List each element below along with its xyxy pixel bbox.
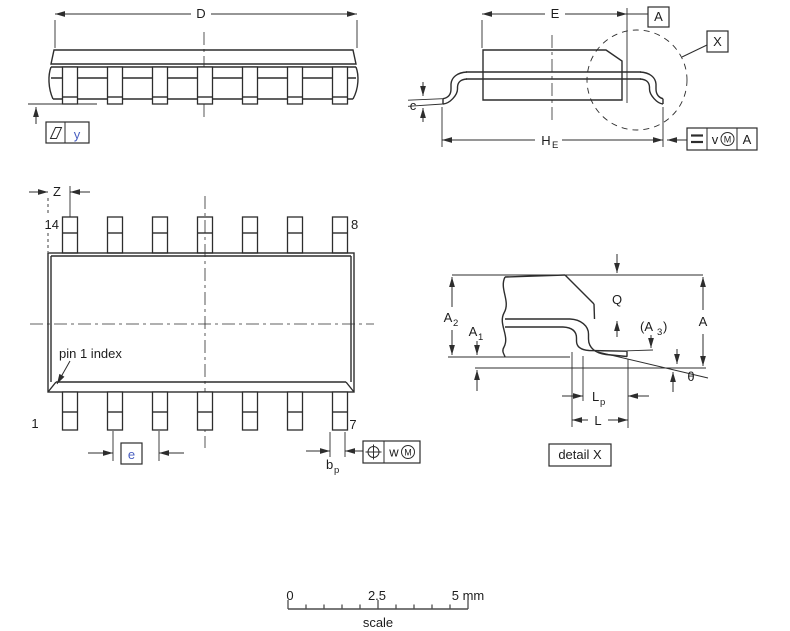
tolerance-frame-w: w M xyxy=(362,440,421,464)
pin xyxy=(106,391,124,431)
pin xyxy=(61,391,79,431)
pin xyxy=(61,66,79,105)
material-condition-M: M xyxy=(404,448,412,458)
dim-label-A1: A xyxy=(469,324,478,339)
dim-label-bp: b xyxy=(326,457,333,472)
end-view: E A X c xyxy=(407,6,758,151)
pin xyxy=(61,216,79,254)
dim-label-A: A xyxy=(699,314,708,329)
scale-tick-0-label: 0 xyxy=(286,588,293,603)
datum-frame-y: y xyxy=(45,121,90,144)
pin xyxy=(106,66,124,105)
side-view-pins xyxy=(61,66,349,105)
detail-ref-label-X: X xyxy=(713,34,722,49)
detail-circle xyxy=(586,29,688,131)
pin-label-14: 14 xyxy=(45,217,59,232)
dim-label-Lp: L xyxy=(592,389,599,404)
dim-label-e: e xyxy=(128,447,135,462)
pin xyxy=(151,66,169,105)
tolerance-datum-A: A xyxy=(743,132,752,147)
detail-x-caption: detail X xyxy=(548,443,612,467)
dim-label-A3-sub: 3 xyxy=(657,327,662,338)
pin xyxy=(151,391,169,431)
dim-label-L: L xyxy=(594,413,601,428)
dim-label-A2: A xyxy=(444,310,453,325)
scale-ticks xyxy=(287,600,469,609)
scale-caption: scale xyxy=(363,615,393,630)
tolerance-value-v: v xyxy=(712,132,719,147)
pin1-chamfer xyxy=(47,381,57,393)
pin xyxy=(331,216,349,254)
material-condition-circle xyxy=(720,132,735,146)
pin-label-1: 1 xyxy=(31,416,38,431)
dim-label-theta: θ xyxy=(687,369,694,384)
top-view-pins-bottom xyxy=(61,391,349,431)
datum-label-y: y xyxy=(74,127,81,142)
dim-label-A1-sub: 1 xyxy=(478,332,483,343)
dim-label-bp-sub: p xyxy=(334,465,339,476)
detail-x-caption-label: detail X xyxy=(558,447,602,462)
side-view: D y xyxy=(28,6,359,144)
scale-bar: 0 2.5 5 mm scale xyxy=(286,588,484,630)
pin xyxy=(331,66,349,105)
pin xyxy=(286,391,304,431)
pin xyxy=(286,66,304,105)
scale-tick-mid-label: 2.5 xyxy=(368,588,386,603)
parallelogram-symbol xyxy=(49,127,63,139)
dim-label-HE-sub: E xyxy=(552,140,558,151)
pin xyxy=(241,391,259,431)
dim-label-A3-close: ) xyxy=(663,319,667,334)
pin-label-7: 7 xyxy=(349,417,356,432)
dim-box-e: e xyxy=(120,442,143,465)
pin1-index-label: pin 1 index xyxy=(59,346,122,361)
pin-label-8: 8 xyxy=(351,217,358,232)
pin xyxy=(196,66,214,105)
pin xyxy=(241,66,259,105)
top-view: Z 14 8 1 7 pin 1 ind xyxy=(29,184,421,476)
detail-x-view: A 2 A 1 Q (A 3 ) A θ L p L xyxy=(444,254,709,467)
dim-label-Q: Q xyxy=(612,292,622,307)
dim-label-HE: H xyxy=(541,133,550,148)
package-body xyxy=(47,252,355,393)
dim-label-Lp-sub: p xyxy=(600,397,605,408)
datum-label-A: A xyxy=(654,9,663,24)
pin xyxy=(106,216,124,254)
material-condition-circle xyxy=(401,445,415,459)
seating-plane-symbol xyxy=(691,134,703,144)
pin xyxy=(331,391,349,431)
detail-x-callout: X xyxy=(586,29,729,131)
tolerance-value-w: w xyxy=(388,445,399,460)
tolerance-frame-v: v M A xyxy=(686,127,758,151)
scale-tick-end-label: 5 mm xyxy=(452,588,485,603)
dim-label-Z: Z xyxy=(53,184,61,199)
datum-frame-a: A xyxy=(647,6,670,28)
dim-label-E: E xyxy=(551,6,560,21)
dim-label-c: c xyxy=(410,98,417,113)
pin xyxy=(151,216,169,254)
true-position-symbol xyxy=(365,444,382,460)
pin xyxy=(196,391,214,431)
dim-label-A3: (A xyxy=(640,319,653,334)
dim-label-A2-sub: 2 xyxy=(453,318,458,329)
body-break-edge xyxy=(501,276,507,358)
pin xyxy=(241,216,259,254)
pin xyxy=(286,216,304,254)
dim-label-D: D xyxy=(196,6,205,21)
material-condition-M: M xyxy=(724,135,732,145)
